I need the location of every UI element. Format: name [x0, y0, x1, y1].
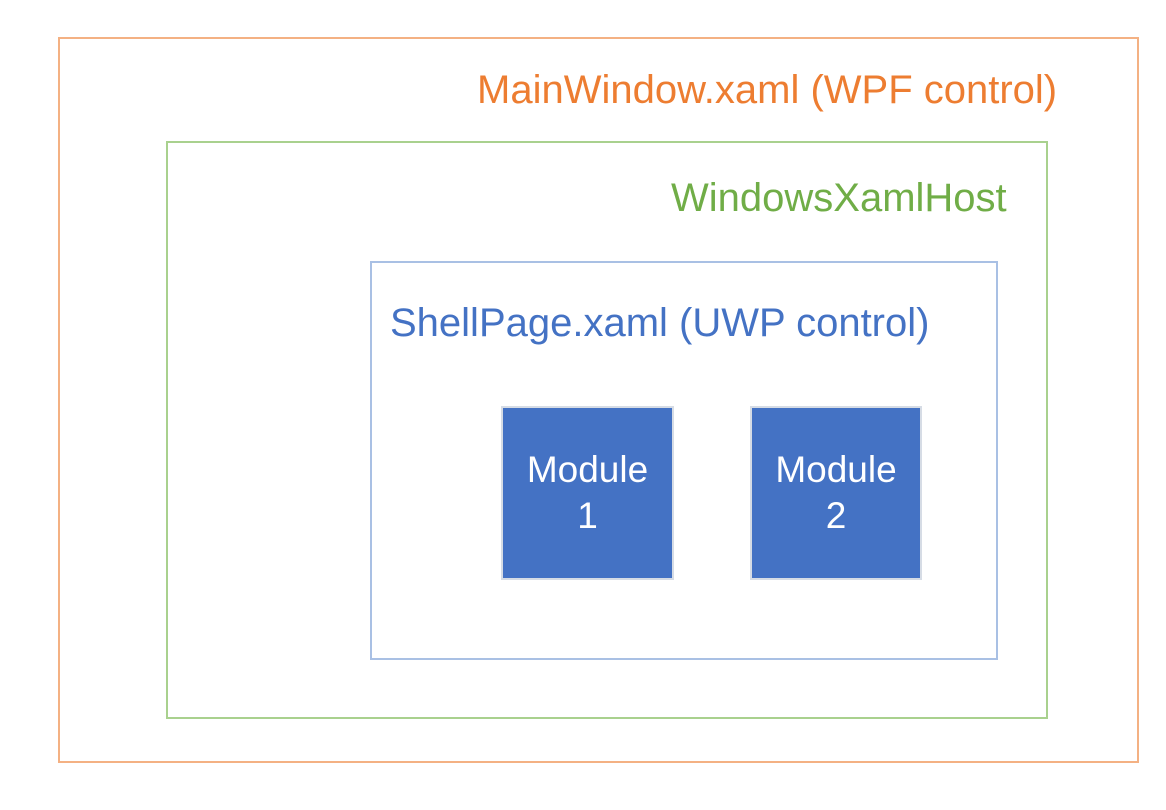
- module-1-label-line1: Module: [526, 448, 649, 490]
- windows-xaml-host-box: [166, 141, 1048, 719]
- mainwindow-wpf-box: [58, 37, 1139, 763]
- module-1-box: Module 1: [501, 406, 674, 580]
- module-2-label-line1: Module: [775, 448, 897, 490]
- module-1-label-line2: 1: [577, 495, 598, 536]
- shellpage-uwp-box: [370, 261, 998, 660]
- mainwindow-wpf-label: MainWindow.xaml (WPF control): [477, 68, 1058, 112]
- module-2-box: Module 2: [750, 406, 922, 580]
- windows-xaml-host-label: WindowsXamlHost: [671, 176, 1007, 220]
- module-2-label-line2: 2: [825, 495, 847, 536]
- shellpage-uwp-label: ShellPage.xaml (UWP control): [390, 301, 930, 345]
